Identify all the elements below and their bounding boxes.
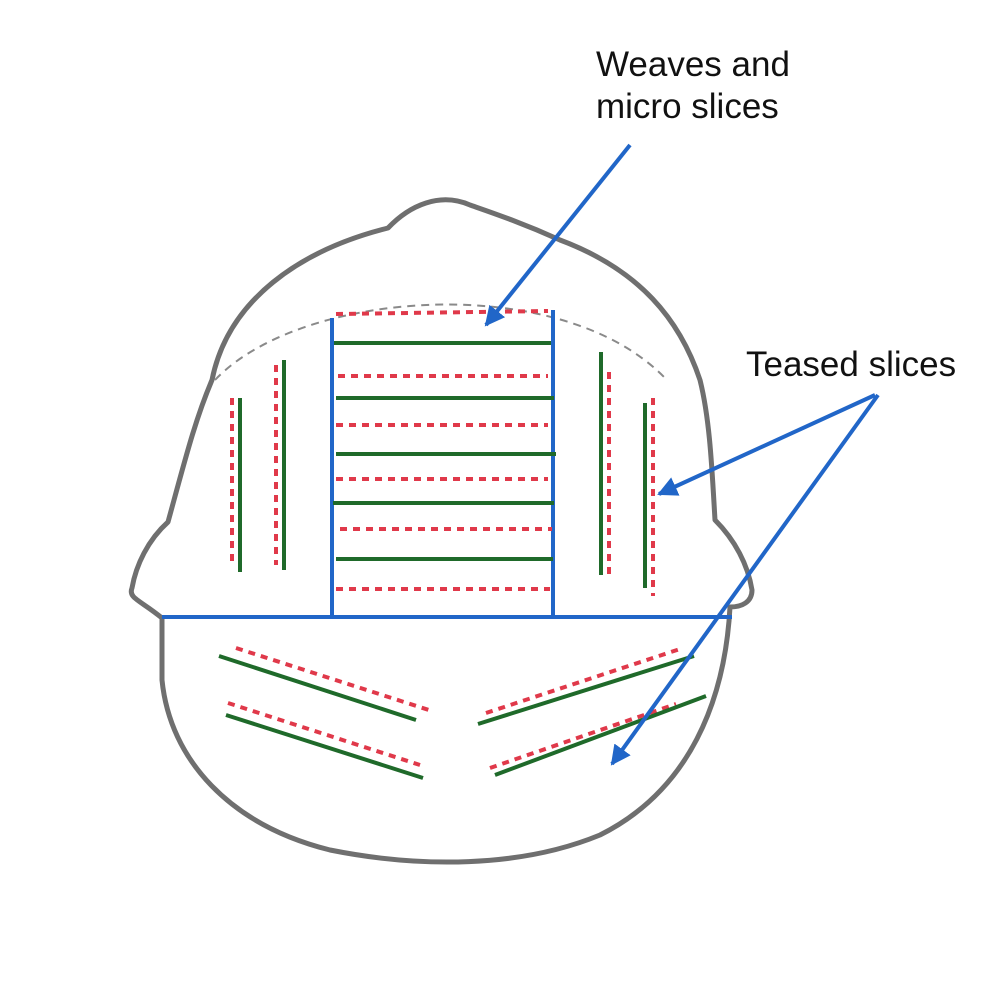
arrow-weaves bbox=[484, 143, 632, 327]
left-side-slices bbox=[230, 360, 286, 572]
head-outline bbox=[128, 197, 755, 865]
arrow-teased-nape bbox=[610, 393, 880, 766]
arrow-teased-right bbox=[657, 393, 876, 496]
dotted-slice bbox=[485, 647, 681, 715]
dotted-slice bbox=[235, 646, 433, 713]
dotted-slice bbox=[335, 309, 549, 316]
weaves-label: Weaves and micro slices bbox=[596, 44, 790, 128]
right-side-slices bbox=[599, 352, 655, 596]
nape-slices-right bbox=[477, 647, 707, 777]
center-slices bbox=[333, 309, 556, 591]
hairline-dashed bbox=[214, 303, 666, 381]
solid-slice bbox=[218, 654, 417, 722]
solid-slice bbox=[494, 694, 707, 777]
weaves-label-line2: micro slices bbox=[596, 87, 779, 126]
nape-slices-left bbox=[218, 646, 433, 780]
solid-slice bbox=[477, 654, 695, 726]
weaves-label-line1: Weaves and bbox=[596, 45, 790, 84]
dotted-slice bbox=[489, 702, 677, 770]
solid-slice bbox=[225, 713, 424, 780]
teased-label: Teased slices bbox=[746, 345, 957, 384]
